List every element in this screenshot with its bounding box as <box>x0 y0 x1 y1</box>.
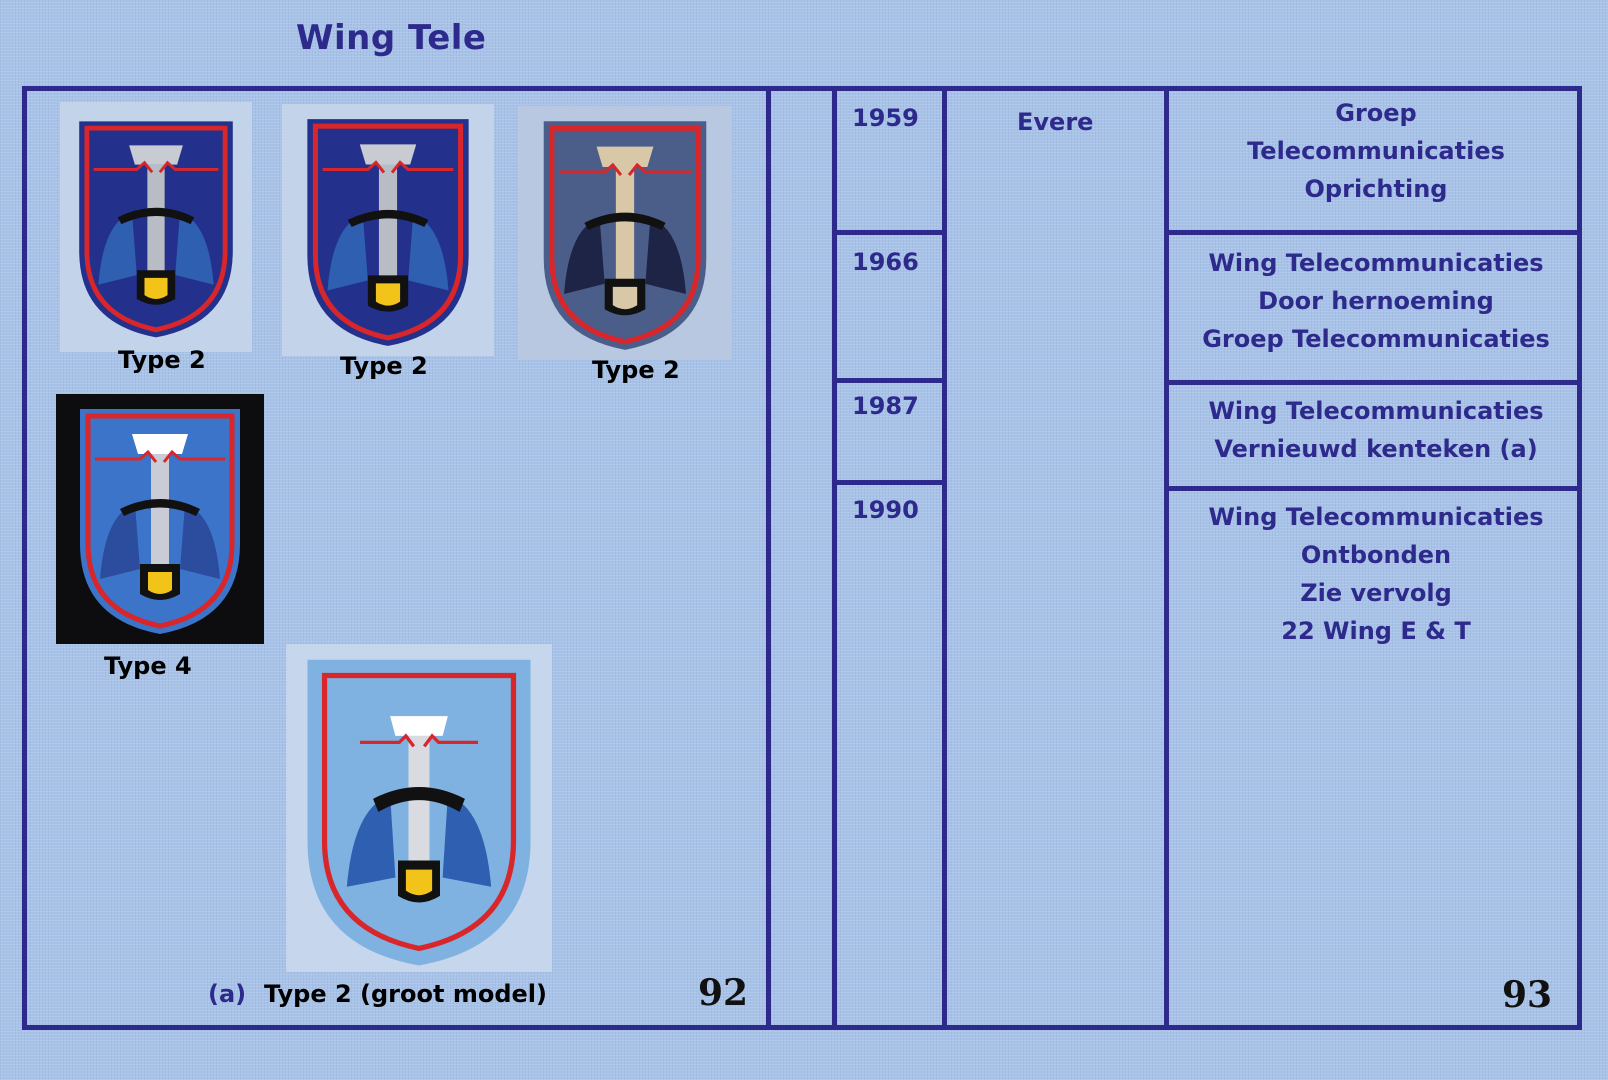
patch-caption-large: Type 2 (groot model) <box>264 980 547 1008</box>
column-divider <box>1164 86 1169 1030</box>
insignia-patch <box>282 104 494 356</box>
column-divider <box>766 86 771 1030</box>
event-line: Groep <box>1335 99 1417 127</box>
insignia-patch-icon <box>79 121 233 338</box>
page-number-right: 93 <box>1502 974 1553 1016</box>
row-divider <box>1164 486 1582 491</box>
column-divider <box>942 86 947 1030</box>
note-marker: (a) <box>208 980 247 1008</box>
row-divider <box>1164 230 1582 235</box>
event-line: Vernieuwd kenteken (a) <box>1214 435 1538 463</box>
year-1959: 1959 <box>852 104 919 132</box>
event-line: Wing Telecommunicaties <box>1208 397 1544 425</box>
event-line: Wing Telecommunicaties <box>1208 249 1544 277</box>
insignia-patch-icon <box>307 659 531 966</box>
row-divider <box>1164 380 1582 385</box>
row-divider <box>832 378 947 383</box>
location: Evere <box>1017 108 1094 136</box>
event-1987: Wing Telecommunicaties Vernieuwd kenteke… <box>1176 392 1576 468</box>
year-1987: 1987 <box>852 392 919 420</box>
insignia-patch <box>518 106 732 360</box>
event-line: Oprichting <box>1304 175 1448 203</box>
event-1990: Wing Telecommunicaties Ontbonden Zie ver… <box>1176 498 1576 650</box>
event-line: Telecommunicaties <box>1247 137 1505 165</box>
year-1966: 1966 <box>852 248 919 276</box>
year-1990: 1990 <box>852 496 919 524</box>
patch-caption: Type 2 <box>340 352 428 380</box>
insignia-patch-large <box>286 644 552 972</box>
event-line: Wing Telecommunicaties <box>1208 503 1544 531</box>
row-divider <box>832 230 947 235</box>
table-frame <box>22 86 1582 1030</box>
insignia-patch-icon <box>307 119 469 346</box>
page-title: Wing Tele <box>296 18 487 58</box>
insignia-patch <box>56 394 264 644</box>
event-line: 22 Wing E & T <box>1281 617 1471 645</box>
event-line: Groep Telecommunicaties <box>1202 325 1550 353</box>
row-divider <box>832 480 947 485</box>
event-line: Zie vervolg <box>1300 579 1452 607</box>
patch-caption: Type 2 <box>118 346 206 374</box>
event-1966: Wing Telecommunicaties Door hernoeming G… <box>1176 244 1576 358</box>
patch-caption: Type 4 <box>104 652 192 680</box>
event-line: Door hernoeming <box>1258 287 1494 315</box>
event-line: Ontbonden <box>1300 541 1452 569</box>
patch-caption: Type 2 <box>592 356 680 384</box>
event-1959: Groep Telecommunicaties Oprichting <box>1176 94 1576 208</box>
column-divider <box>832 86 837 1030</box>
insignia-patch <box>60 102 252 352</box>
insignia-patch-icon <box>80 409 240 634</box>
insignia-patch-icon <box>543 121 707 350</box>
page-number-left: 92 <box>698 972 749 1014</box>
